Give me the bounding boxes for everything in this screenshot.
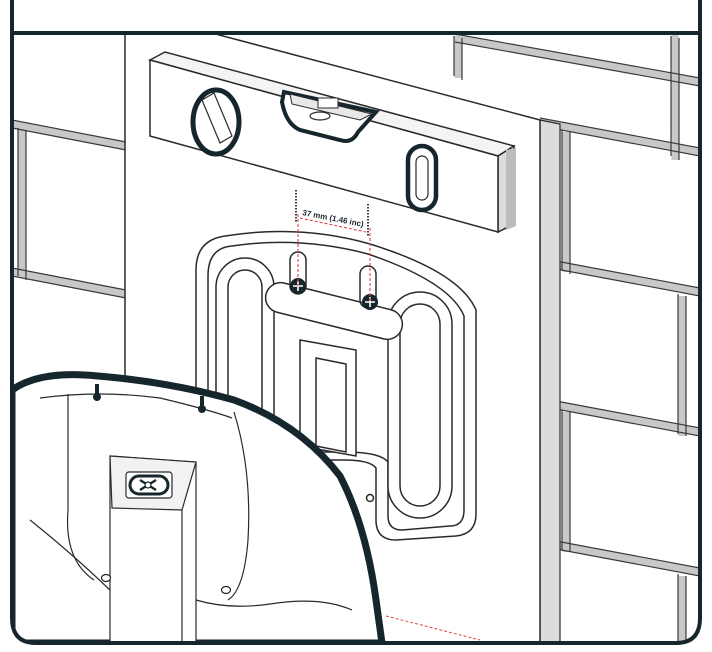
tiled-wall	[12, 34, 700, 643]
mounting-hole-icon	[100, 573, 232, 595]
tile-edges	[12, 33, 700, 643]
alignment-guide	[385, 615, 481, 641]
drill-marks	[295, 190, 369, 236]
dimension-line	[297, 214, 371, 302]
screw-icon	[362, 294, 378, 310]
charger-body	[12, 371, 387, 643]
bubble-level-icon	[190, 87, 242, 157]
scene: 37 mm (1.46 inc)	[12, 33, 700, 643]
power-socket-icon	[125, 471, 173, 499]
frame-border	[10, 0, 702, 645]
mounting-peg	[93, 384, 206, 413]
bubble-level-icon	[405, 143, 439, 213]
spirit-level	[147, 51, 516, 234]
